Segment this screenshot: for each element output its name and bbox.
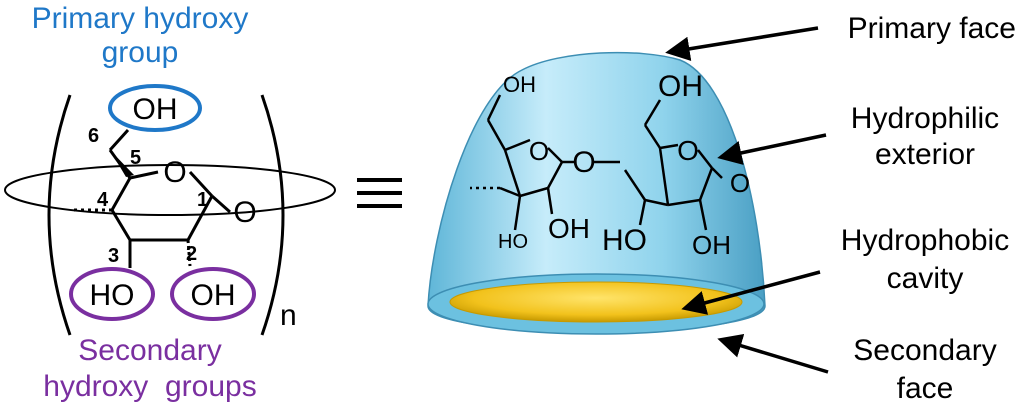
annotation-arrows bbox=[665, 26, 829, 374]
label-hydrophobic-line2: cavity bbox=[887, 262, 964, 295]
atom-number-4: 4 bbox=[97, 189, 109, 211]
hydrophobic-cavity bbox=[449, 281, 743, 323]
arrow-secondary-face bbox=[717, 333, 829, 374]
cone-glucose-structures bbox=[470, 94, 723, 231]
cyclodextrin-cone: OH OH O O O O HO OH HO OH bbox=[427, 51, 766, 335]
atom-number-6: 6 bbox=[88, 125, 99, 147]
identical-to-icon bbox=[357, 178, 402, 208]
glucose-unit-structure: Primary hydroxy group n OH O O bbox=[4, 2, 336, 403]
cone-end-o: O bbox=[730, 168, 750, 198]
atom-number-5: 5 bbox=[130, 147, 141, 169]
cone-oh-bottom-left: OH bbox=[548, 213, 590, 244]
label-secondary-line2: face bbox=[897, 372, 954, 405]
primary-oh: OH bbox=[133, 93, 178, 126]
atom-number-3: 3 bbox=[108, 245, 119, 267]
arrow-hydrophobic bbox=[681, 270, 821, 315]
secondary-oh-circle-3 bbox=[69, 267, 155, 321]
label-secondary-line1: Secondary bbox=[853, 334, 996, 367]
cone-oh-top-right: OH bbox=[658, 70, 703, 103]
atom-number-2: 2 bbox=[186, 243, 197, 265]
cone-oh-bottom-right: OH bbox=[692, 230, 731, 260]
right-parenthesis bbox=[260, 94, 285, 336]
cone-bridge-o: O bbox=[572, 146, 595, 179]
cone-oh-top-left: OH bbox=[503, 72, 536, 97]
label-hydrophilic-line2: exterior bbox=[875, 138, 975, 171]
ring-orbit-ellipse bbox=[4, 164, 336, 216]
c5-wedge-bond bbox=[110, 150, 134, 177]
secondary-hydroxy-label-line1: Secondary bbox=[78, 334, 221, 367]
primary-hydroxy-label-line1: Primary hydroxy bbox=[32, 2, 249, 35]
repeat-subscript: n bbox=[280, 299, 297, 332]
cone-ring-o-left: O bbox=[529, 136, 549, 166]
secondary-hydroxy-label-line2: hydroxy groups bbox=[43, 370, 256, 403]
label-hydrophilic-line1: Hydrophilic bbox=[851, 102, 999, 135]
label-primary-face: Primary face bbox=[848, 12, 1016, 45]
secondary-ho-3: HO bbox=[90, 279, 135, 312]
primary-hydroxy-label-line2: group bbox=[102, 36, 179, 69]
atom-number-1: 1 bbox=[197, 189, 208, 211]
glycosidic-oxygen: O bbox=[233, 196, 256, 229]
left-parenthesis bbox=[47, 94, 72, 336]
secondary-oh-circle-2 bbox=[170, 267, 256, 321]
cone-ho-bottom-left: HO bbox=[498, 231, 528, 253]
ring-oxygen: O bbox=[163, 156, 186, 189]
arrow-primary-face bbox=[665, 26, 819, 61]
secondary-oh-2: OH bbox=[191, 279, 236, 312]
cone-ring-o-right: O bbox=[677, 135, 699, 166]
label-hydrophobic-line1: Hydrophobic bbox=[841, 224, 1009, 257]
primary-oh-circle bbox=[108, 84, 202, 132]
cone-ho-bottom-right: HO bbox=[602, 224, 647, 257]
arrow-hydrophilic bbox=[717, 133, 827, 165]
